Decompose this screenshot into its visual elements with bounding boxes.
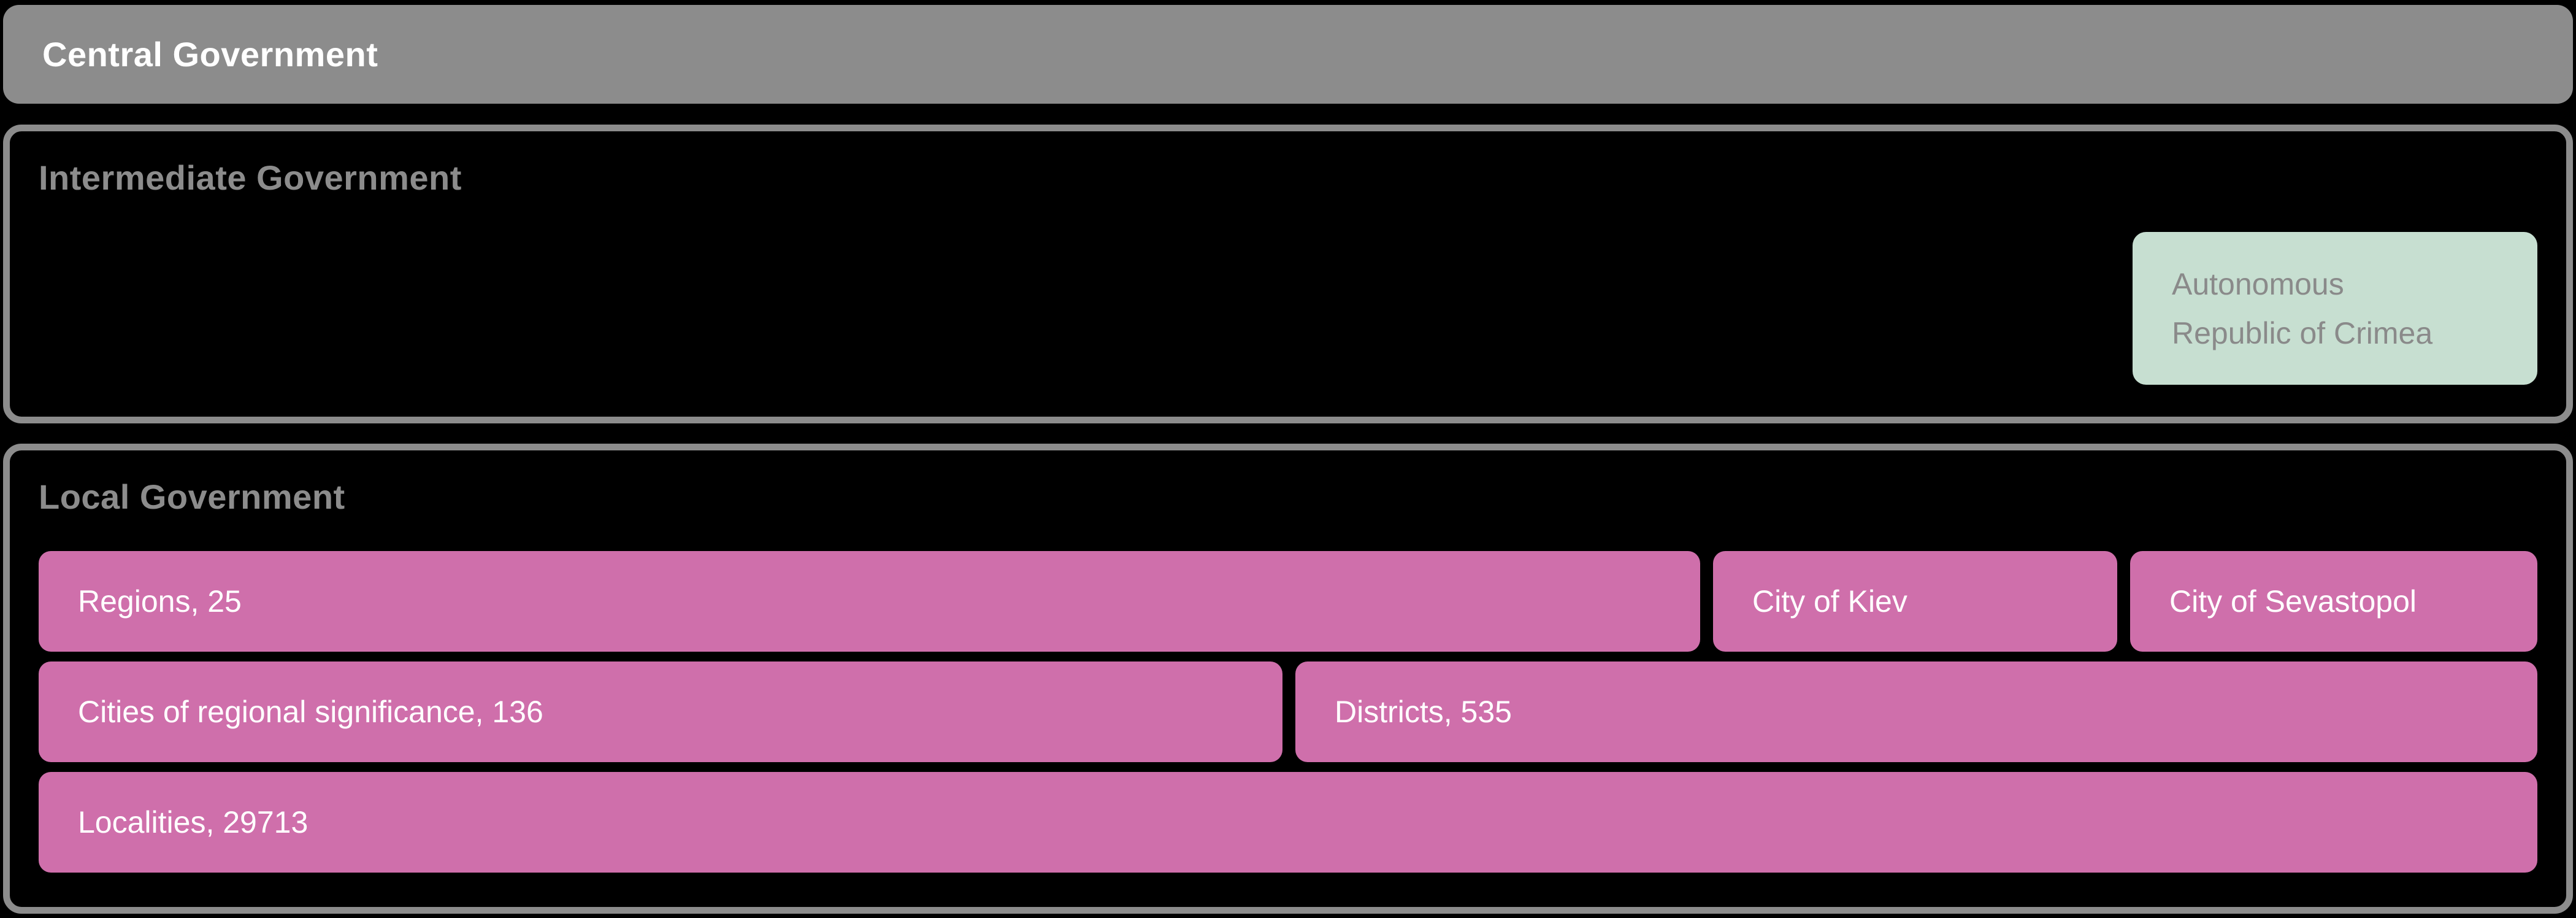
- local-government-label: Local Government: [39, 477, 345, 516]
- intermediate-government-label: Intermediate Government: [39, 158, 462, 197]
- intermediate-government-box: Intermediate Government Autonomous Repub…: [3, 125, 2573, 423]
- node-city-of-kiev: City of Kiev: [1713, 551, 2117, 652]
- local-government-box: Local Government Regions, 25 City of Kie…: [3, 444, 2573, 914]
- city-of-sevastopol-label: City of Sevastopol: [2169, 584, 2417, 619]
- central-government-label: Central Government: [42, 35, 378, 74]
- node-districts: Districts, 535: [1295, 662, 2537, 762]
- regions-label: Regions, 25: [78, 584, 242, 619]
- localities-label: Localities, 29713: [78, 805, 309, 839]
- districts-label: Districts, 535: [1335, 695, 1512, 729]
- intermediate-government-content: Autonomous Republic of Crimea: [39, 232, 2537, 385]
- local-row-3: Localities, 29713: [39, 772, 2537, 873]
- crimea-label-line-2: Republic of Crimea: [2172, 315, 2433, 350]
- city-of-kiev-label: City of Kiev: [1752, 584, 1907, 619]
- local-government-rows: Regions, 25 City of Kiev City of Sevasto…: [39, 551, 2537, 873]
- node-cities-of-regional-significance: Cities of regional significance, 136: [39, 662, 1282, 762]
- local-row-2: Cities of regional significance, 136 Dis…: [39, 662, 2537, 762]
- node-autonomous-republic-of-crimea: Autonomous Republic of Crimea: [2133, 232, 2537, 385]
- node-city-of-sevastopol: City of Sevastopol: [2130, 551, 2537, 652]
- central-government-bar: Central Government: [3, 5, 2573, 104]
- crimea-label-line-1: Autonomous: [2172, 266, 2344, 301]
- local-row-1: Regions, 25 City of Kiev City of Sevasto…: [39, 551, 2537, 652]
- node-localities: Localities, 29713: [39, 772, 2537, 873]
- node-regions: Regions, 25: [39, 551, 1700, 652]
- cities-of-regional-significance-label: Cities of regional significance, 136: [78, 695, 543, 729]
